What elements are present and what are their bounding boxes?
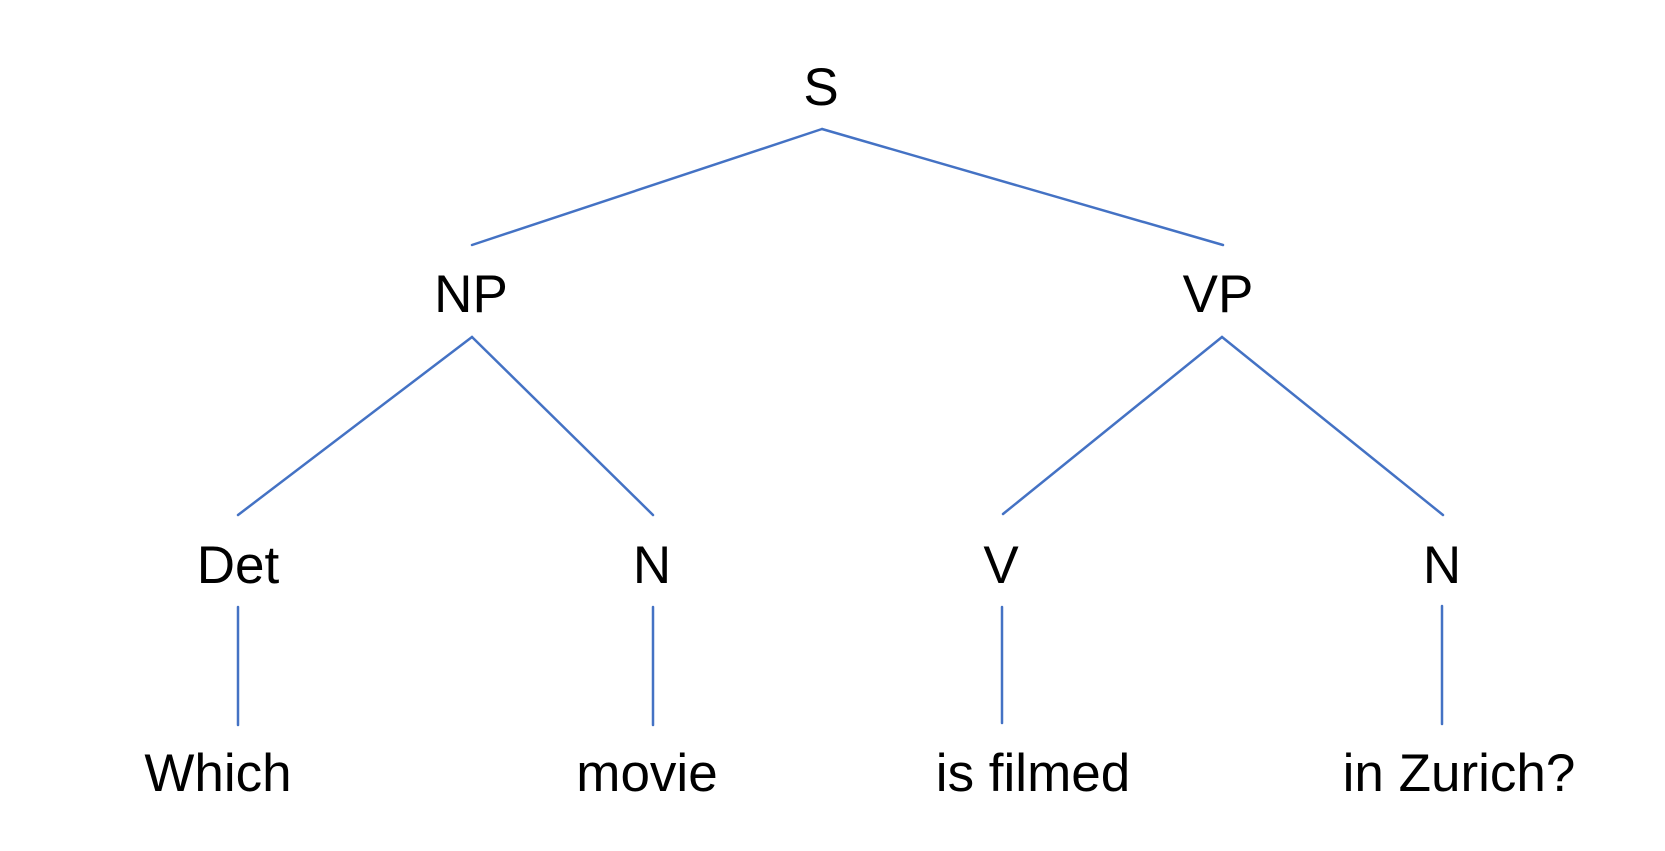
node-n-right-label: N [1423,536,1461,595]
node-v-label: V [983,536,1019,595]
edge-vp-n [1220,335,1445,517]
edge-np-n [470,335,655,517]
leaf-which-label: Which [144,744,291,803]
node-det-label: Det [197,536,280,595]
leaf-movie-label: movie [576,744,717,803]
node-s-label: S [803,58,838,117]
edge-vp-v [1001,335,1224,516]
node-np-label: NP [434,265,508,324]
leaf-in-zurich-label: in Zurich? [1343,744,1576,803]
edge-s-vp [820,127,1225,247]
edge-s-np [470,127,824,247]
node-vp-label: VP [1183,265,1254,324]
node-n-left-label: N [633,536,671,595]
leaf-is-filmed-label: is filmed [936,744,1130,803]
edge-np-det [236,335,474,517]
